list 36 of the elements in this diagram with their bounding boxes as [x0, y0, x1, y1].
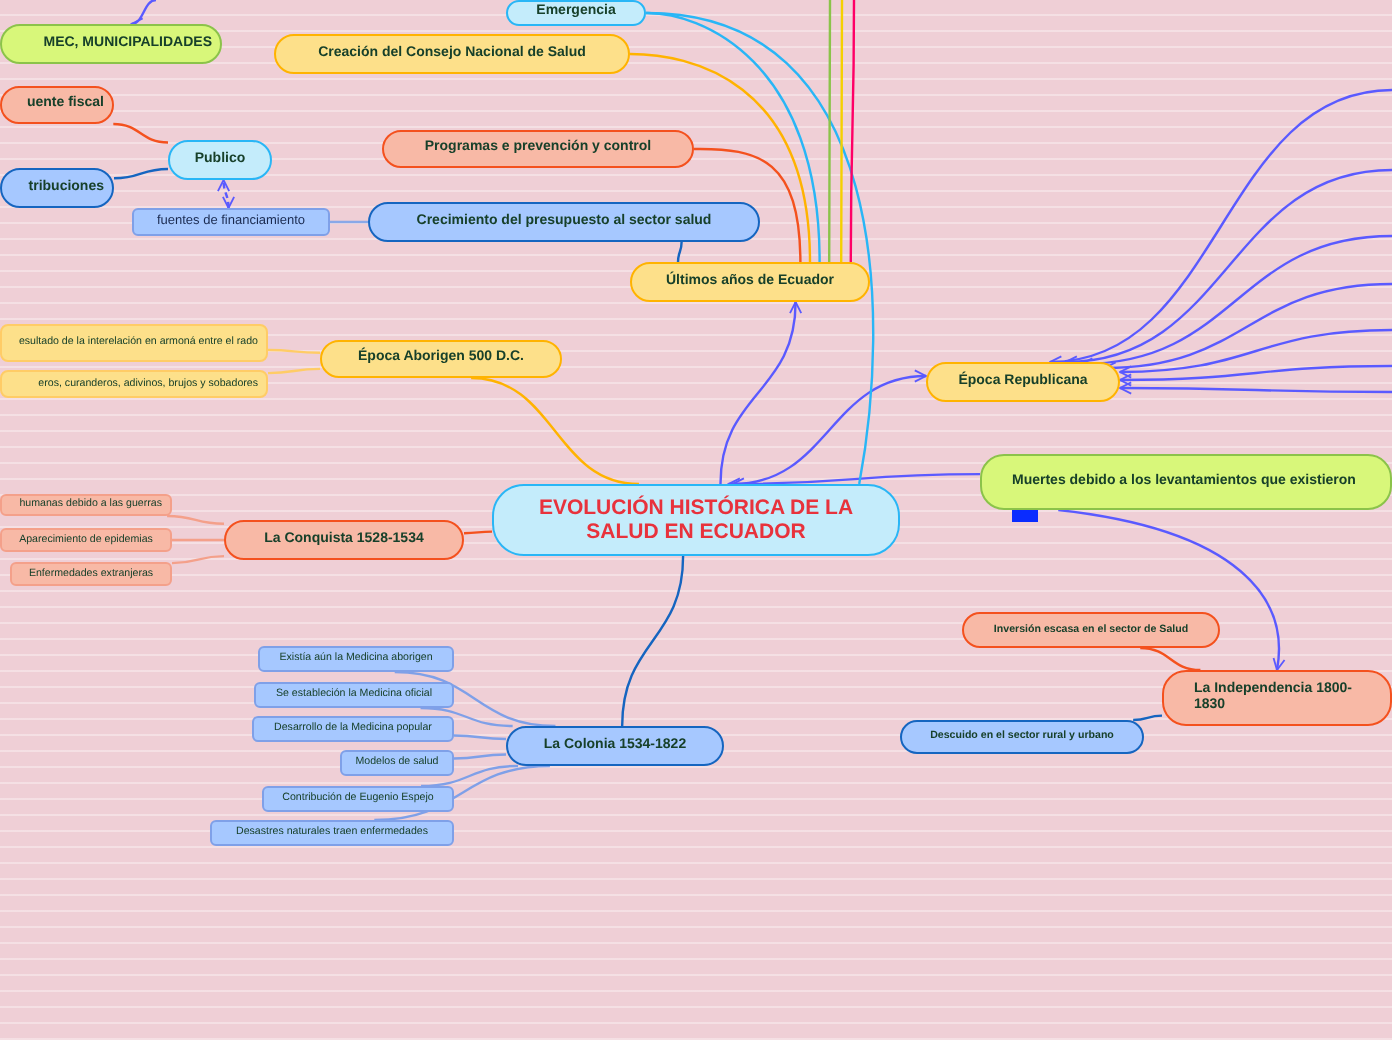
connector-line [620, 555, 685, 727]
central-topic-box: EVOLUCIÓN HISTÓRICA DE LA SALUD EN ECUADOR [492, 484, 900, 556]
connector-line [113, 122, 169, 144]
connector-line [1140, 646, 1201, 672]
connector-line [676, 241, 683, 263]
connector-line [828, 0, 832, 262]
connector-line [421, 764, 519, 788]
connector-line [268, 348, 320, 354]
connector-line [840, 0, 844, 262]
arrow [719, 301, 802, 485]
arrow [1119, 328, 1392, 379]
arrow [1058, 508, 1285, 671]
connector-line [172, 538, 224, 542]
connector-line [849, 0, 856, 262]
arrow [217, 179, 235, 209]
arrow [1080, 234, 1392, 370]
connector-line [629, 52, 812, 263]
arrow [1049, 88, 1392, 367]
connector-line [330, 220, 368, 224]
connector-line [464, 530, 492, 535]
connector-line [268, 367, 320, 375]
connector-line [1133, 714, 1163, 722]
connector-line [167, 514, 225, 525]
arrow [1119, 381, 1392, 395]
connector-line [694, 147, 802, 263]
arrow [130, 0, 157, 29]
arrow [1064, 168, 1392, 368]
connector-line [113, 167, 169, 180]
connector-line [420, 706, 513, 728]
connector-line [454, 734, 506, 741]
arrow [1119, 364, 1392, 387]
connector-line [171, 554, 225, 565]
connector-line [394, 670, 556, 728]
connector-line [645, 11, 821, 263]
connector-line [454, 753, 506, 760]
connector-line [470, 376, 640, 486]
